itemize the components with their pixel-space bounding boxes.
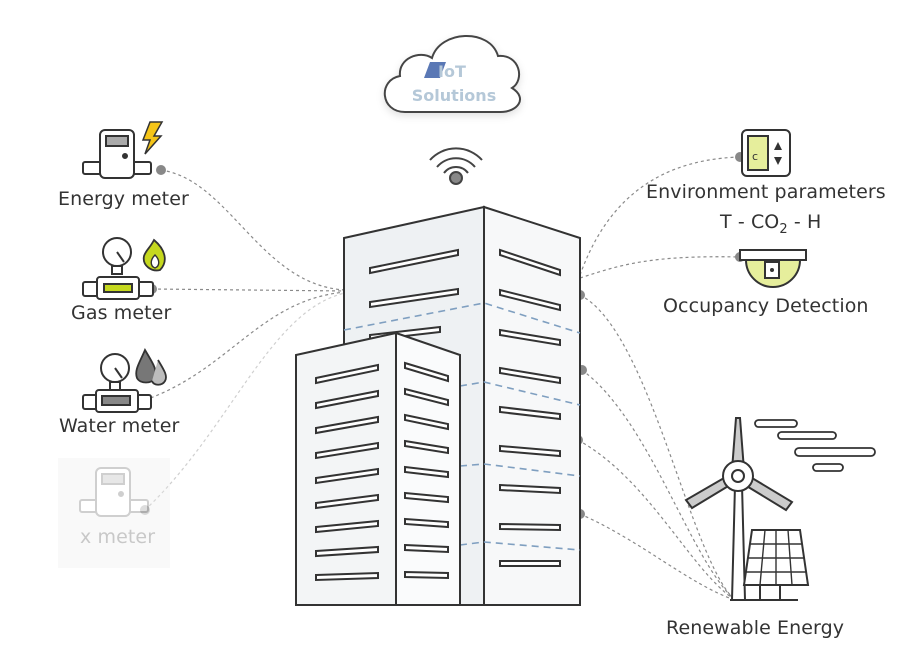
environment-values-label: T - CO2 - H <box>720 211 821 237</box>
occupancy-sensor-icon <box>739 249 807 288</box>
energy-meter-icon <box>82 129 152 179</box>
cloud-logo-icon <box>424 62 446 78</box>
cloud-label-solutions: Solutions <box>411 86 497 105</box>
cloud-icon <box>383 35 521 113</box>
wind-turbine-icon <box>684 417 794 601</box>
water-meter-label: Water meter <box>59 415 180 437</box>
gas-meter-label: Gas meter <box>71 302 172 324</box>
building-icon <box>295 205 581 606</box>
sky-clouds-icon <box>754 419 876 472</box>
occupancy-detection-label: Occupancy Detection <box>663 295 869 317</box>
env-h: - H <box>787 211 822 233</box>
x-meter-label: x meter <box>80 526 156 548</box>
connection-lines <box>144 156 741 601</box>
lightning-icon <box>141 121 164 155</box>
wifi-icon <box>429 147 483 185</box>
env-t-co: T - CO <box>720 211 780 233</box>
environment-parameters-label: Environment parameters <box>646 181 886 203</box>
thermostat-icon: c <box>741 129 791 177</box>
droplets-icon <box>135 347 167 386</box>
x-meter-icon <box>58 458 170 568</box>
flame-icon <box>142 238 166 272</box>
gas-meter-icon <box>82 237 154 300</box>
water-meter-icon <box>82 353 152 413</box>
env-subscript: 2 <box>779 221 788 237</box>
renewable-energy-label: Renewable Energy <box>666 617 845 639</box>
cloud-label-iot: IoT <box>438 62 466 81</box>
solar-panel-icon <box>730 529 810 601</box>
energy-meter-label: Energy meter <box>58 188 189 210</box>
svg-text:c: c <box>752 150 758 163</box>
